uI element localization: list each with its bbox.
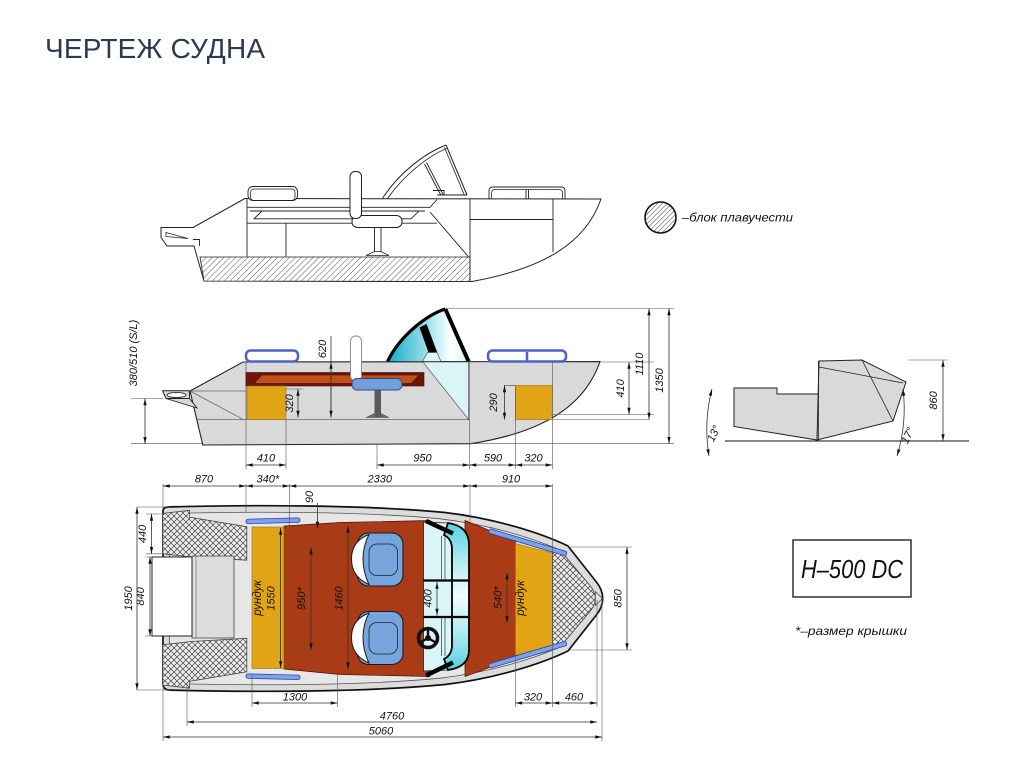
svg-text:290: 290 — [488, 392, 500, 412]
svg-text:320: 320 — [524, 692, 543, 704]
svg-text:340*: 340* — [256, 474, 279, 486]
svg-text:460: 460 — [565, 692, 584, 704]
svg-text:2330: 2330 — [367, 474, 393, 486]
svg-text:410: 410 — [615, 378, 627, 397]
svg-text:620: 620 — [317, 339, 329, 358]
svg-text:ЧЕРТЕЖ СУДНА: ЧЕРТЕЖ СУДНА — [45, 33, 265, 64]
svg-text:860: 860 — [928, 390, 940, 409]
svg-text:17°: 17° — [899, 425, 917, 446]
svg-text:5060: 5060 — [369, 726, 394, 738]
svg-text:320: 320 — [524, 453, 543, 465]
svg-text:1110: 1110 — [634, 352, 646, 376]
svg-text:870: 870 — [195, 474, 214, 486]
svg-text:1550: 1550 — [266, 585, 278, 610]
svg-text:540*: 540* — [493, 585, 505, 608]
svg-text:рундук: рундук — [515, 580, 527, 617]
svg-text:*–размер крышки: *–размер крышки — [795, 626, 908, 638]
svg-text:13°: 13° — [705, 423, 723, 444]
svg-text:850: 850 — [613, 588, 625, 607]
svg-text:320: 320 — [284, 393, 296, 412]
svg-text:950*: 950* — [296, 586, 308, 609]
svg-text:400: 400 — [423, 588, 435, 607]
svg-text:4760: 4760 — [380, 711, 405, 723]
svg-text:1460: 1460 — [334, 585, 346, 610]
svg-text:1350: 1350 — [654, 367, 666, 392]
svg-text:380/510 (S/L): 380/510 (S/L) — [128, 319, 140, 386]
svg-text:1300: 1300 — [283, 692, 308, 704]
svg-text:рундук: рундук — [252, 580, 264, 617]
svg-text:590: 590 — [484, 453, 503, 465]
svg-text:–блок плавучести: –блок плавучести — [681, 213, 794, 225]
svg-text:410: 410 — [257, 453, 276, 465]
svg-text:950: 950 — [413, 453, 432, 465]
svg-text:910: 910 — [502, 474, 521, 486]
svg-text:90: 90 — [304, 490, 316, 503]
svg-text:1950: 1950 — [123, 585, 135, 610]
svg-text:H–500 DC: H–500 DC — [801, 554, 903, 584]
svg-text:440: 440 — [137, 524, 149, 543]
